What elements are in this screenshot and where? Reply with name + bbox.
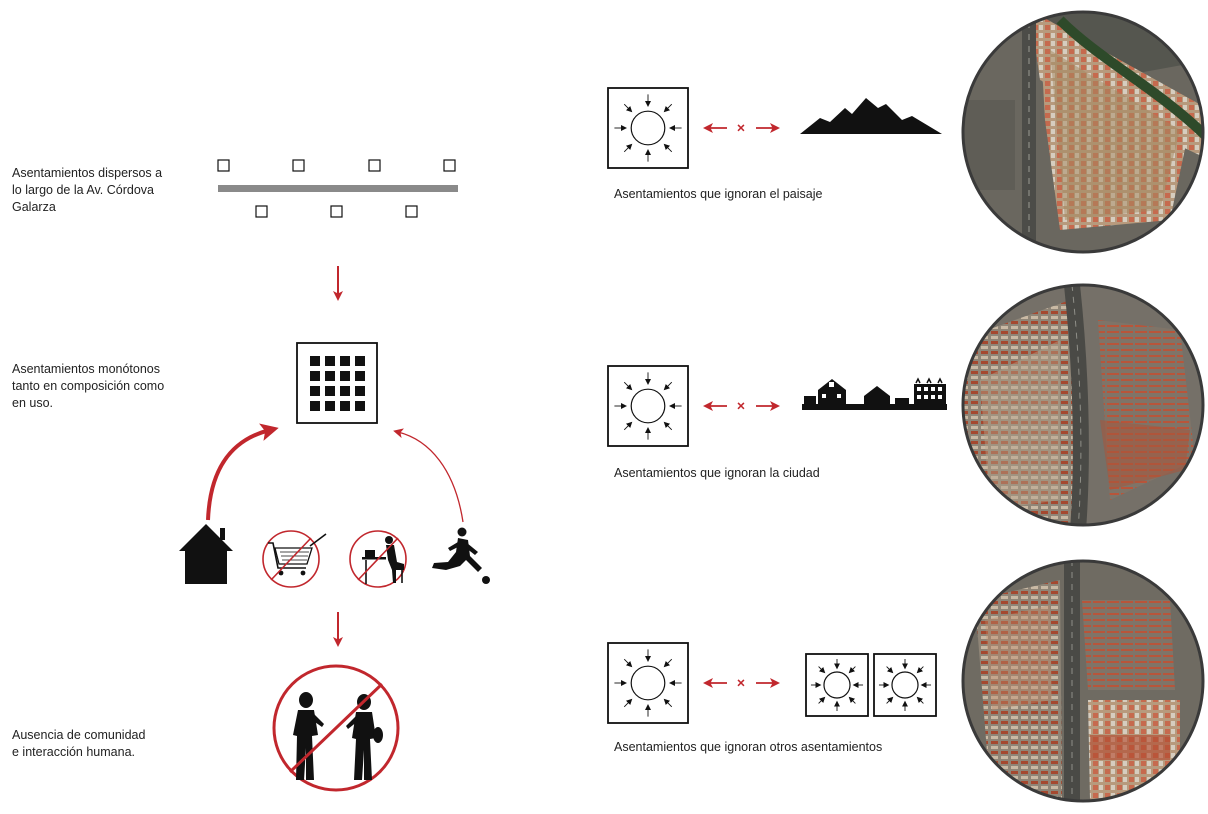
person-at-desk-icon [349, 530, 407, 588]
avenue-line [218, 185, 458, 192]
small-settlement-b [873, 653, 937, 717]
house-icon [179, 524, 233, 584]
ignore-relation-arrows-3: × [703, 675, 780, 691]
absence-community-label: Ausencia de comunidad e interacción huma… [12, 728, 146, 759]
caption-ignore-city: Asentamientos que ignoran la ciudad [614, 466, 820, 480]
settlement-pair-icon [805, 653, 937, 717]
monotonous-grid-icon [296, 342, 378, 424]
relation-symbol: × [737, 398, 745, 414]
small-settlement-a [805, 653, 869, 717]
relation-symbol: × [737, 120, 745, 136]
curved-arrow-thin [393, 428, 464, 523]
dispersed-settlements-label: Asentamientos dispersos a lo largo de la… [12, 166, 163, 214]
mountain-icon [800, 98, 942, 134]
satellite-photo-2 [961, 283, 1205, 527]
dispersed-settlements-diagram [217, 159, 458, 218]
settlement-symbol-1 [607, 87, 689, 169]
settlement-symbol-2 [607, 365, 689, 447]
caption-ignore-landscape: Asentamientos que ignoran el paisaje [614, 187, 823, 201]
prohibited-slash [270, 537, 312, 581]
shopping-cart-icon [262, 530, 327, 588]
satellite-photo-3 [961, 559, 1205, 803]
relation-symbol: × [737, 675, 745, 691]
monotonous-settlements-label: Asentamientos monótonos tanto en composi… [12, 362, 165, 410]
soccer-player-icon [432, 527, 490, 584]
settlement-symbol-3 [607, 642, 689, 724]
curved-arrow-strong [206, 423, 279, 521]
city-skyline-icon [802, 377, 947, 410]
satellite-photo-1 [961, 10, 1205, 254]
people-talking-icon [272, 664, 400, 792]
ignore-relation-arrows-1: × [703, 120, 780, 136]
ignore-relation-arrows-2: × [703, 398, 780, 414]
caption-ignore-settlements: Asentamientos que ignoran otros asentami… [614, 740, 883, 754]
